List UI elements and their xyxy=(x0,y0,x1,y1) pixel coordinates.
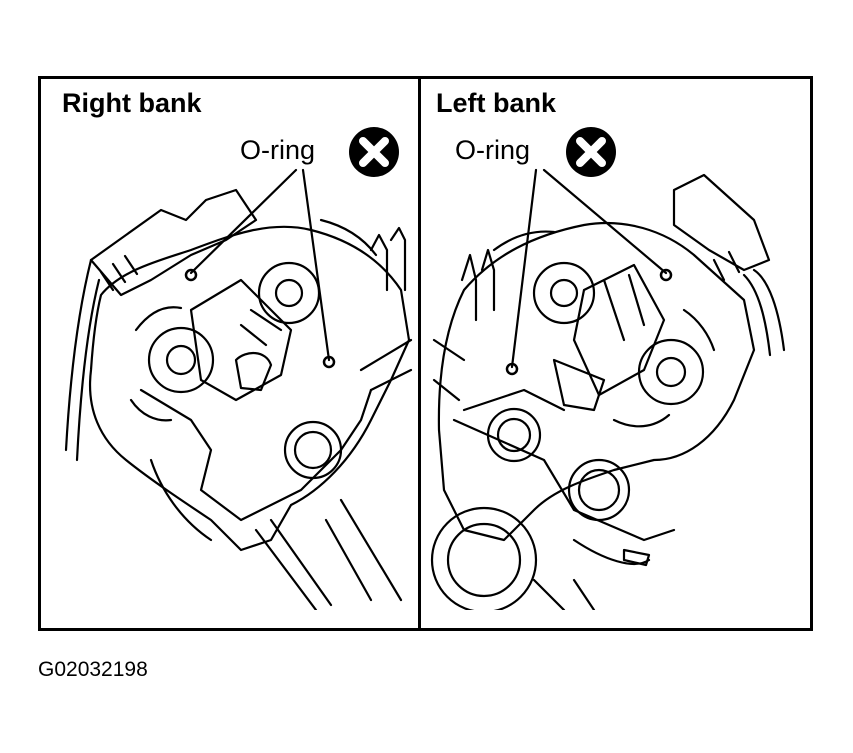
right-oring-label: O-ring xyxy=(240,135,316,165)
figure-frame xyxy=(38,76,813,631)
left-bank-title: Left bank xyxy=(436,88,557,118)
right-bank-engine-drawing xyxy=(64,168,413,610)
left-oring-label: O-ring xyxy=(455,135,531,165)
circle-x-icon xyxy=(566,127,616,177)
left-oring-leader-2 xyxy=(542,168,668,275)
left-oring-leader-1 xyxy=(510,168,538,369)
right-bank-title: Right bank xyxy=(62,88,202,118)
right-oring-leader-2 xyxy=(301,168,331,362)
panel-divider xyxy=(418,76,421,631)
circle-x-icon xyxy=(349,127,399,177)
right-oring-leader-1 xyxy=(189,168,298,275)
left-bank-engine-drawing xyxy=(430,168,786,610)
figure-id-label: G02032198 xyxy=(38,658,148,681)
